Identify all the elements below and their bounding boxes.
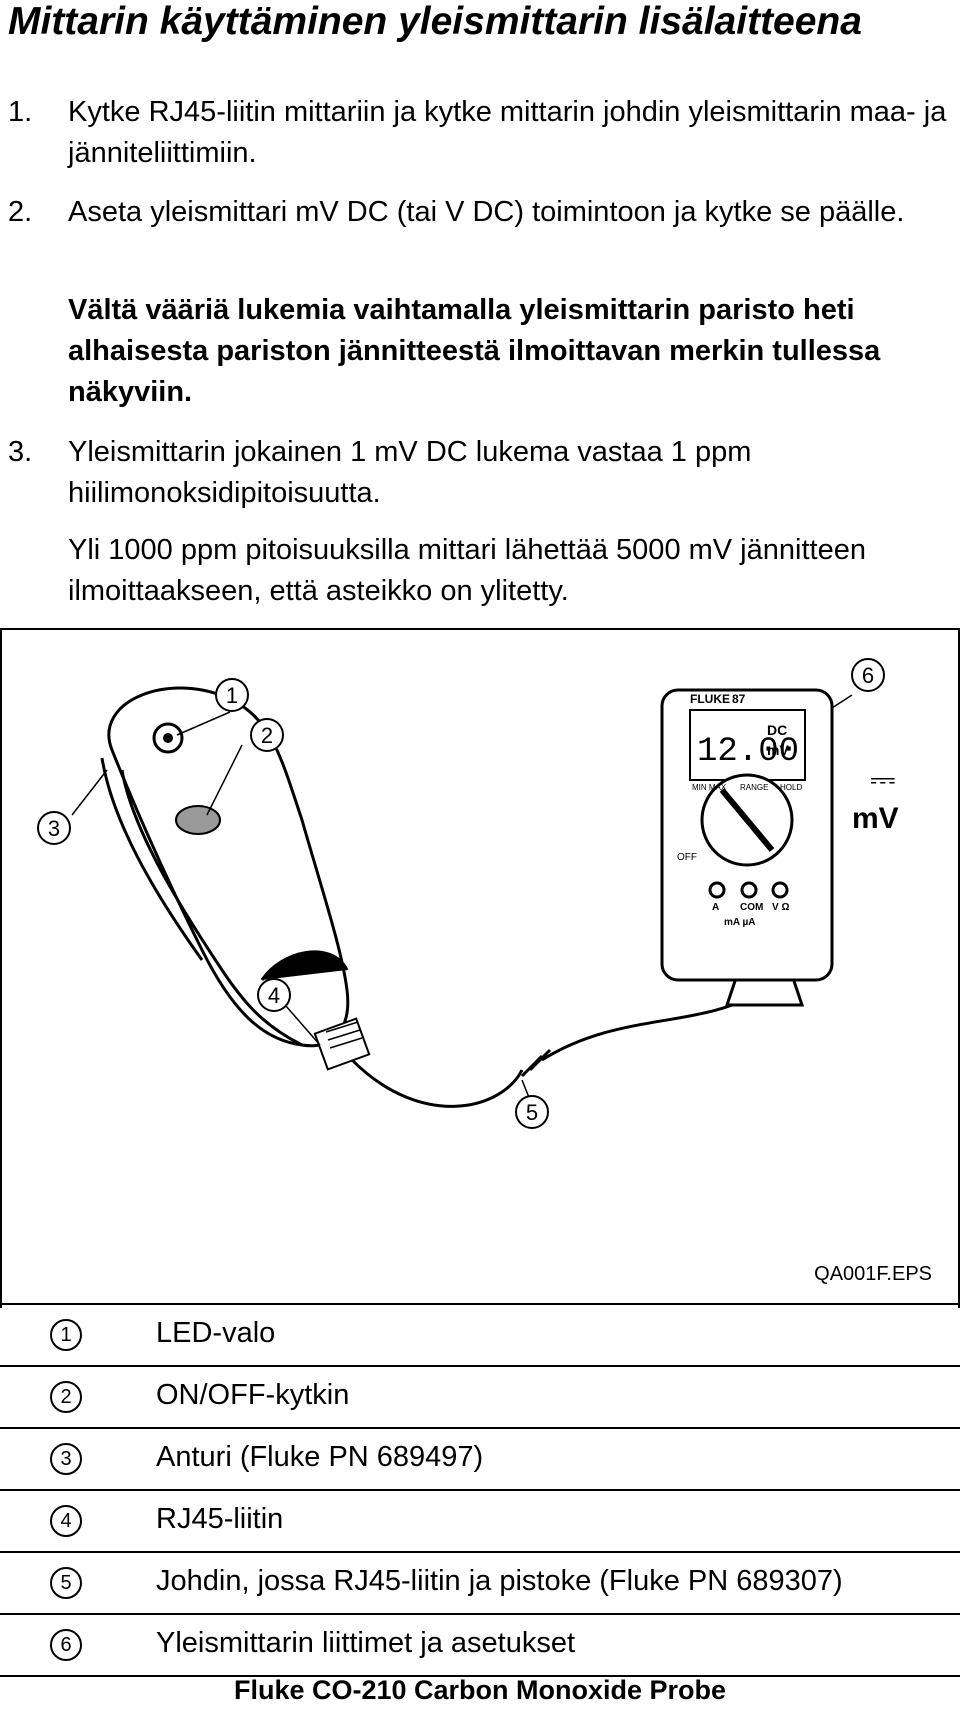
jack-com bbox=[740, 881, 758, 899]
step-text: Yleismittarin jokainen 1 mV DC lukema va… bbox=[68, 436, 752, 509]
led-core bbox=[163, 733, 173, 743]
jack-label-com: COM bbox=[740, 902, 763, 913]
callout-3: 3 bbox=[48, 816, 60, 841]
callout-4: 4 bbox=[268, 983, 280, 1008]
callout-circle bbox=[515, 1095, 549, 1129]
legend-row: 5 Johdin, jossa RJ45-liitin ja pistoke (… bbox=[0, 1553, 960, 1615]
dial-off-label: OFF bbox=[677, 852, 697, 863]
legend-number: 1 bbox=[50, 1319, 82, 1351]
callout-1: 1 bbox=[226, 683, 238, 708]
callout-circle bbox=[851, 658, 885, 692]
step-number: 1. bbox=[8, 96, 33, 128]
meter-button-hold: HOLD bbox=[780, 783, 802, 792]
page-footer: Fluke CO-210 Carbon Monoxide Probe bbox=[233, 1675, 727, 1705]
rotary-dial bbox=[719, 788, 775, 852]
legend-row: 1 LED-valo bbox=[0, 1305, 960, 1367]
connection-diagram: + FLUKE 87 12.00 DC mV OFF MIN MAX RANGE… bbox=[0, 628, 960, 1308]
multimeter bbox=[660, 688, 834, 982]
meter-unit-dc: DC bbox=[767, 722, 787, 738]
meter-model: 87 bbox=[732, 692, 746, 706]
step-number: 2. bbox=[8, 196, 33, 228]
jack-label-a: A bbox=[712, 902, 719, 913]
co-probe bbox=[100, 686, 350, 1048]
led-icon bbox=[152, 722, 184, 754]
callout-circle bbox=[250, 718, 284, 752]
callout-circle bbox=[257, 978, 291, 1012]
legend-text: RJ45-liitin bbox=[156, 1503, 284, 1535]
legend-table: 1 LED-valo 2 ON/OFF-kytkin 3 Anturi (Flu… bbox=[0, 1303, 960, 1677]
legend-number: 2 bbox=[50, 1381, 82, 1413]
legend-text: ON/OFF-kytkin bbox=[156, 1379, 350, 1411]
legend-row: 4 RJ45-liitin bbox=[0, 1491, 960, 1553]
figure-reference: QA001F.EPS bbox=[814, 1263, 932, 1285]
legend-number: 3 bbox=[50, 1443, 82, 1475]
callout-2: 2 bbox=[261, 723, 273, 748]
warning-text: Vältä vääriä lukemia vaihtamalla yleismi… bbox=[68, 294, 881, 408]
legend-text: Yleismittarin liittimet ja asetukset bbox=[156, 1627, 576, 1659]
legend-number: 5 bbox=[50, 1567, 82, 1599]
legend-text: Johdin, jossa RJ45-liitin ja pistoke (Fl… bbox=[156, 1565, 843, 1597]
meter-button-range: RANGE bbox=[740, 783, 768, 792]
step-text: Aseta yleismittari mV DC (tai V DC) toim… bbox=[68, 196, 905, 228]
jack-label-v: V Ω bbox=[772, 902, 789, 913]
cable-break-mark bbox=[520, 1048, 552, 1078]
callout-circle bbox=[37, 811, 71, 845]
legend-text: Anturi (Fluke PN 689497) bbox=[156, 1441, 484, 1473]
page-title: Mittarin käyttäminen yleismittarin lisäl… bbox=[8, 0, 862, 43]
jack-v bbox=[771, 881, 789, 899]
step-text: Kytke RJ45-liitin mittariin ja kytke mit… bbox=[68, 96, 947, 169]
legend-row: 6 Yleismittarin liittimet ja asetukset bbox=[0, 1615, 960, 1677]
diagram-svg: + FLUKE 87 12.00 DC mV OFF MIN MAX RANGE… bbox=[37, 658, 899, 1129]
callout-circle bbox=[215, 678, 249, 712]
rj45-connector bbox=[313, 1017, 371, 1071]
mv-setting-label: mV bbox=[852, 802, 899, 835]
dc-symbol: ⎓ bbox=[870, 761, 896, 797]
legend-number: 4 bbox=[50, 1505, 82, 1537]
legend-row: 3 Anturi (Fluke PN 689497) bbox=[0, 1429, 960, 1491]
legend-text: LED-valo bbox=[156, 1317, 276, 1349]
callout-6: 6 bbox=[862, 663, 874, 688]
meter-unit-mv: mV bbox=[767, 742, 789, 758]
legend-row: 2 ON/OFF-kytkin bbox=[0, 1367, 960, 1429]
probe-cable bbox=[350, 988, 763, 1108]
step-number: 3. bbox=[8, 436, 33, 468]
callout-markers bbox=[37, 658, 885, 1129]
note-text: Yli 1000 ppm pitoisuuksilla mittari lähe… bbox=[68, 534, 866, 607]
jack-a bbox=[708, 881, 726, 899]
callout-5: 5 bbox=[526, 1100, 538, 1125]
meter-button-minmax: MIN MAX bbox=[692, 783, 727, 792]
power-switch bbox=[175, 805, 221, 835]
jack-label-ma: mA µA bbox=[724, 917, 756, 928]
legend-number: 6 bbox=[50, 1629, 82, 1661]
meter-reading: 12.00 bbox=[697, 733, 799, 771]
meter-brand: FLUKE bbox=[690, 692, 730, 706]
